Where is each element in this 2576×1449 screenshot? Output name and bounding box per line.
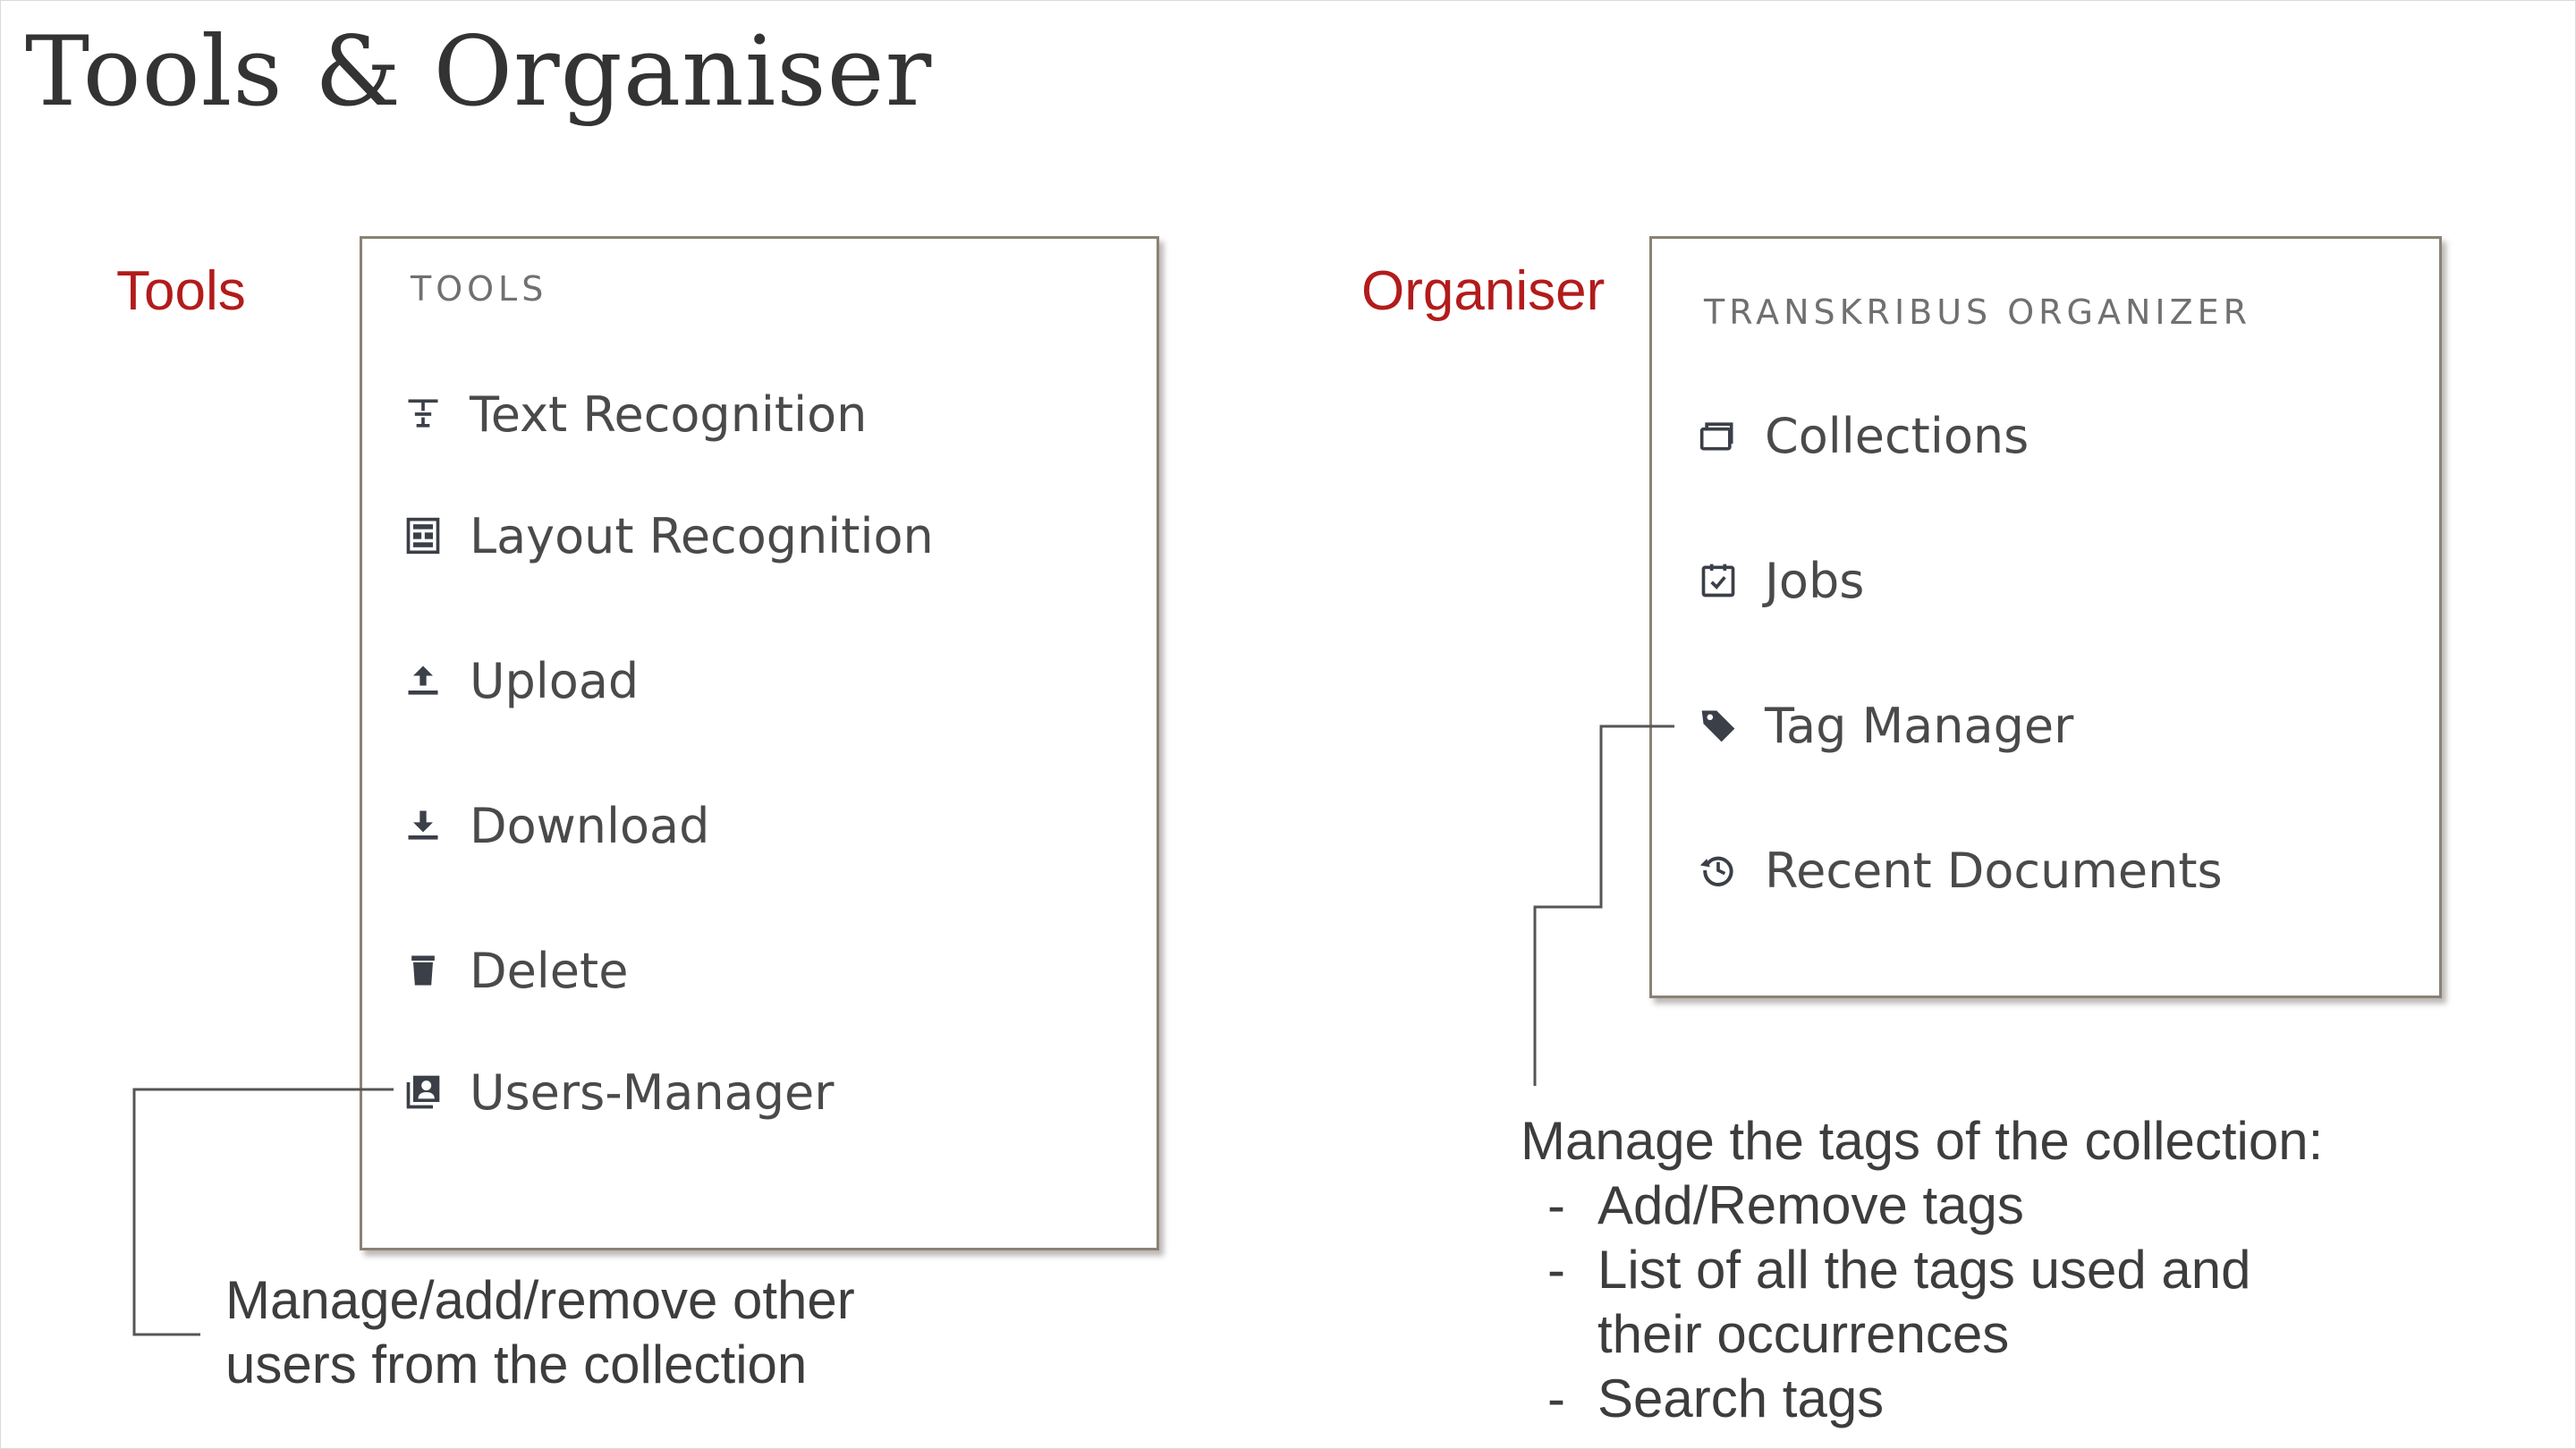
menu-item-label: Collections xyxy=(1765,407,2029,464)
annotation-bullet-continuation: their occurrences xyxy=(1597,1304,2010,1364)
menu-item-collections[interactable]: Collections xyxy=(1697,400,2029,471)
annotation-intro: Manage the tags of the collection: xyxy=(1521,1111,2324,1171)
tools-panel: TOOLS Text Recognition Layout Recognitio… xyxy=(360,236,1159,1250)
tools-panel-header: TOOLS xyxy=(411,269,548,309)
menu-item-label: Users-Manager xyxy=(470,1063,835,1121)
users-manager-icon xyxy=(402,1071,445,1114)
menu-item-recent-documents[interactable]: Recent Documents xyxy=(1697,835,2223,906)
menu-item-label: Jobs xyxy=(1765,552,1865,609)
organiser-panel: TRANSKRIBUS ORGANIZER Collections Jobs T… xyxy=(1649,236,2442,998)
menu-item-label: Recent Documents xyxy=(1765,842,2223,899)
menu-item-download[interactable]: Download xyxy=(402,790,709,861)
text-recognition-icon xyxy=(402,393,445,436)
annotation-line: Manage/add/remove other xyxy=(225,1270,855,1330)
layout-recognition-icon xyxy=(402,514,445,557)
tag-icon xyxy=(1697,704,1740,747)
page-title: Tools & Organiser xyxy=(25,16,933,128)
annotation-bullet: List of all the tags used and xyxy=(1521,1238,2323,1302)
organiser-section-label: Organiser xyxy=(1361,260,1606,322)
menu-item-layout-recognition[interactable]: Layout Recognition xyxy=(402,500,934,572)
menu-item-delete[interactable]: Delete xyxy=(402,935,628,1006)
download-icon xyxy=(402,804,445,847)
upload-icon xyxy=(402,659,445,702)
annotation-bullet: Add/Remove tags xyxy=(1521,1174,2323,1238)
users-manager-annotation: Manage/add/remove other users from the c… xyxy=(225,1268,855,1397)
menu-item-upload[interactable]: Upload xyxy=(402,645,639,716)
trash-icon xyxy=(402,949,445,992)
menu-item-jobs[interactable]: Jobs xyxy=(1697,545,1864,616)
menu-item-users-manager[interactable]: Users-Manager xyxy=(402,1056,834,1128)
menu-item-text-recognition[interactable]: Text Recognition xyxy=(402,378,867,450)
organiser-panel-header: TRANSKRIBUS ORGANIZER xyxy=(1704,292,2252,332)
annotation-bullet: Search tags xyxy=(1521,1367,2323,1431)
tag-manager-annotation: Manage the tags of the collection: Add/R… xyxy=(1521,1109,2323,1431)
menu-item-label: Tag Manager xyxy=(1765,697,2074,754)
annotation-line: users from the collection xyxy=(225,1335,808,1394)
tools-section-label: Tools xyxy=(116,260,246,322)
menu-item-label: Delete xyxy=(470,942,629,999)
annotation-bullet-list: Add/Remove tags List of all the tags use… xyxy=(1521,1174,2323,1431)
jobs-icon xyxy=(1697,559,1740,602)
collections-icon xyxy=(1697,414,1740,457)
menu-item-label: Layout Recognition xyxy=(470,507,934,564)
menu-item-label: Text Recognition xyxy=(470,386,868,443)
menu-item-tag-manager[interactable]: Tag Manager xyxy=(1697,690,2073,761)
history-icon xyxy=(1697,849,1740,892)
menu-item-label: Upload xyxy=(470,652,640,709)
menu-item-label: Download xyxy=(470,797,710,854)
